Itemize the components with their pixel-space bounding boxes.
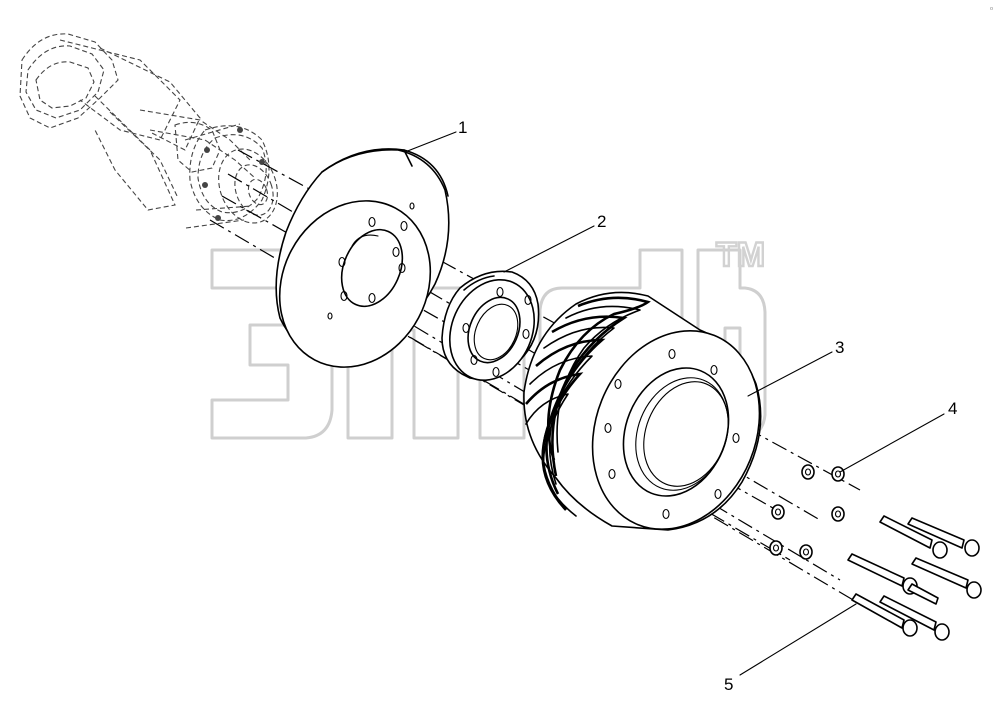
- watermark-tm: TM: [716, 236, 765, 274]
- corner-mark: ᵒ: [990, 5, 993, 14]
- bolt: [907, 517, 980, 557]
- callout-leaders: [404, 131, 945, 676]
- washer: [769, 540, 783, 556]
- part-5-bolts: [847, 515, 982, 641]
- washer: [831, 466, 845, 482]
- callout-1: 1: [458, 118, 467, 137]
- bolt: [851, 593, 918, 637]
- washer: [831, 506, 845, 522]
- bolt: [911, 557, 982, 599]
- callout-4: 4: [948, 399, 957, 418]
- washer: [771, 504, 785, 520]
- part-1-damper-disc: [275, 148, 450, 368]
- callout-2: 2: [597, 212, 606, 231]
- washer: [801, 464, 815, 480]
- callout-3: 3: [835, 338, 844, 357]
- bolt: [879, 595, 950, 641]
- crankshaft-ghost: [19, 33, 278, 229]
- bolt: [847, 553, 918, 595]
- bolt: [907, 583, 939, 605]
- callout-labels: 1 2 3 4 5: [458, 118, 957, 694]
- part-2-adapter-ring: [441, 270, 540, 382]
- washer: [799, 544, 813, 560]
- part-3-pulley: [523, 291, 762, 531]
- bolt: [879, 515, 948, 559]
- callout-5: 5: [724, 675, 733, 694]
- part-4-washers: [769, 464, 845, 560]
